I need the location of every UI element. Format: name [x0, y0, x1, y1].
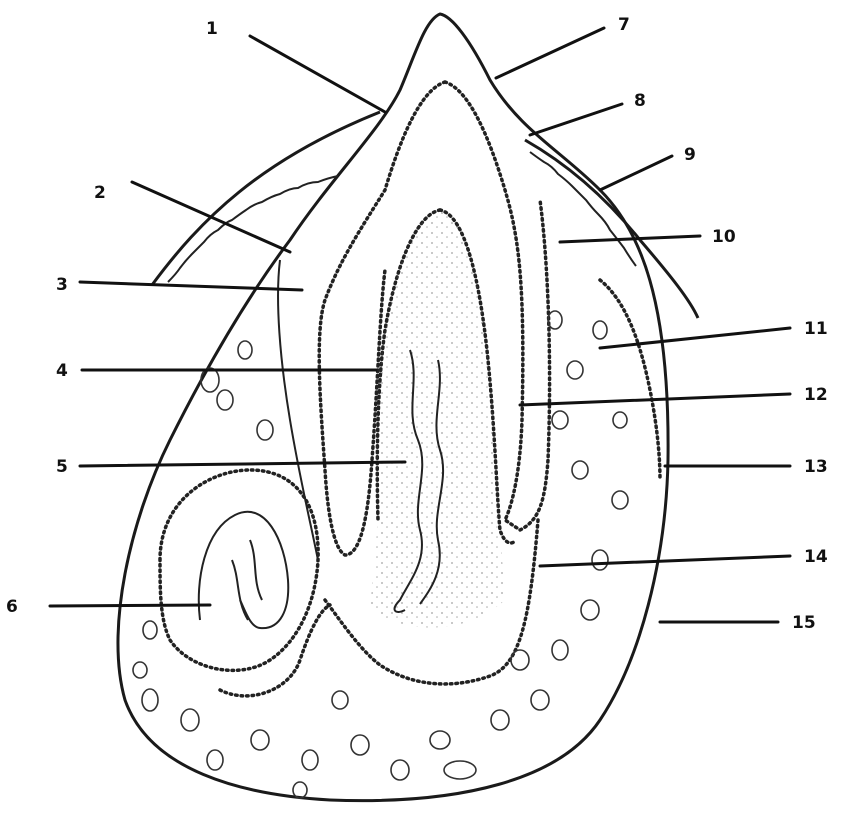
leader-10 — [560, 236, 700, 242]
successional-germ-strands — [232, 540, 262, 620]
leader-7 — [496, 28, 604, 78]
leader-9 — [600, 156, 672, 190]
enamel-organ — [319, 82, 549, 628]
label-1: 1 — [206, 19, 218, 39]
label-3: 3 — [56, 275, 68, 295]
label-2: 2 — [94, 183, 106, 203]
oral-epithelium-wavy-left — [168, 176, 338, 282]
leader-2 — [132, 182, 290, 252]
leader-11 — [600, 328, 790, 348]
leader-6 — [50, 605, 210, 606]
follicle-right — [600, 280, 660, 480]
label-14: 14 — [804, 547, 828, 567]
successional-tooth-germ — [160, 470, 318, 670]
leader-12 — [520, 394, 790, 405]
label-7: 7 — [618, 15, 630, 35]
leader-1 — [250, 36, 385, 112]
leader-5 — [80, 462, 405, 466]
label-8: 8 — [634, 91, 646, 111]
label-10: 10 — [712, 227, 736, 247]
label-5: 5 — [56, 457, 68, 477]
label-9: 9 — [684, 145, 696, 165]
label-13: 13 — [804, 457, 828, 477]
label-11: 11 — [804, 319, 828, 339]
leader-8 — [530, 104, 622, 135]
papilla-base-left-lip — [220, 605, 330, 696]
leader-3 — [80, 282, 302, 290]
successional-germ-outer — [160, 470, 318, 670]
label-15: 15 — [792, 613, 816, 633]
label-4: 4 — [56, 361, 68, 381]
label-12: 12 — [804, 385, 828, 405]
label-6: 6 — [6, 597, 18, 617]
leader-14 — [540, 556, 790, 566]
